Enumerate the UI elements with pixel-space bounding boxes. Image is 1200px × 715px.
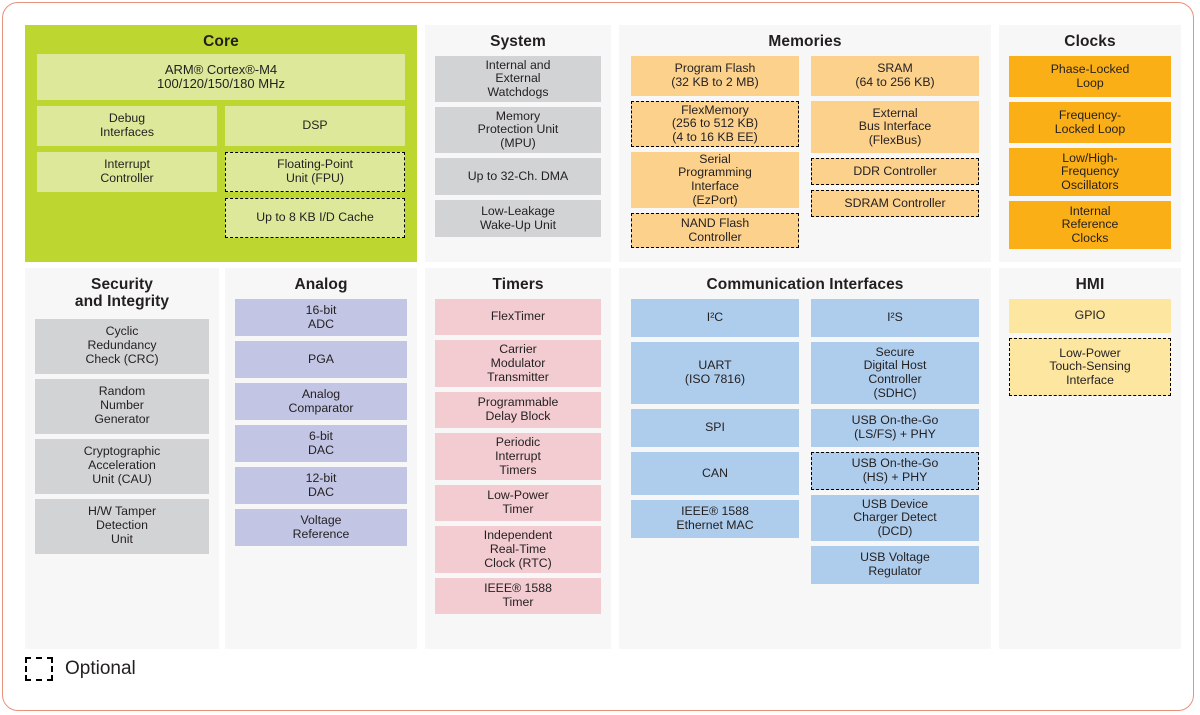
hmi-block-touch-sensing[interactable]: Low-Power Touch-Sensing Interface	[1009, 338, 1171, 397]
memories-block-flexmemory[interactable]: FlexMemory (256 to 512 KB) (4 to 16 KB E…	[631, 101, 799, 148]
panel-title-clocks: Clocks	[1064, 33, 1116, 50]
analog-body: 16-bit ADC PGA Analog Comparator 6-bit D…	[225, 293, 417, 554]
panel-title-timers: Timers	[492, 276, 544, 293]
comm-block-spi[interactable]: SPI	[631, 409, 799, 448]
timers-block-rtc[interactable]: Independent Real-Time Clock (RTC)	[435, 526, 601, 574]
clocks-block-fll[interactable]: Frequency- Locked Loop	[1009, 102, 1171, 144]
timers-block-delay-block[interactable]: Programmable Delay Block	[435, 392, 601, 429]
legend-label: Optional	[65, 658, 136, 679]
comm-block-usb-dcd[interactable]: USB Device Charger Detect (DCD)	[811, 495, 979, 542]
system-block-watchdogs[interactable]: Internal and External Watchdogs	[435, 56, 601, 103]
security-block-cau[interactable]: Cryptographic Acceleration Unit (CAU)	[35, 438, 209, 494]
legend: Optional	[25, 657, 136, 681]
comm-column-right: I²S Secure Digital Host Controller (SDHC…	[811, 299, 979, 585]
panel-timers: Timers FlexTimer Carrier Modulator Trans…	[425, 268, 611, 649]
analog-block-12bit-dac[interactable]: 12-bit DAC	[235, 467, 407, 505]
hmi-body: GPIO Low-Power Touch-Sensing Interface	[999, 293, 1181, 404]
timers-block-carrier-modulator[interactable]: Carrier Modulator Transmitter	[435, 340, 601, 388]
clocks-column: Phase-Locked Loop Frequency- Locked Loop…	[1009, 56, 1171, 250]
memories-column-left: Program Flash (32 KB to 2 MB) FlexMemory…	[631, 56, 799, 249]
comm-block-usb-voltage-regulator[interactable]: USB Voltage Regulator	[811, 546, 979, 585]
core-body: ARM® Cortex®-M4 100/120/150/180 MHz Debu…	[25, 50, 417, 248]
security-block-rng[interactable]: Random Number Generator	[35, 378, 209, 434]
core-block-dsp[interactable]: DSP	[225, 106, 405, 147]
panel-hmi: HMI GPIO Low-Power Touch-Sensing Interfa…	[999, 268, 1181, 649]
panel-title-memories: Memories	[768, 33, 842, 50]
hmi-column: GPIO Low-Power Touch-Sensing Interface	[1009, 299, 1171, 397]
core-block-cpu[interactable]: ARM® Cortex®-M4 100/120/150/180 MHz	[37, 54, 405, 101]
clocks-block-oscillators[interactable]: Low/High- Frequency Oscillators	[1009, 148, 1171, 197]
clocks-block-pll[interactable]: Phase-Locked Loop	[1009, 56, 1171, 98]
memories-block-ddr-controller[interactable]: DDR Controller	[811, 158, 979, 186]
system-block-dma[interactable]: Up to 32-Ch. DMA	[435, 158, 601, 196]
memories-block-sdram-controller[interactable]: SDRAM Controller	[811, 190, 979, 218]
core-row-1: Debug Interfaces DSP	[37, 106, 405, 147]
analog-block-voltage-reference[interactable]: Voltage Reference	[235, 509, 407, 547]
comm-block-can[interactable]: CAN	[631, 452, 799, 496]
core-row-3: Up to 8 KB I/D Cache	[37, 198, 405, 239]
memories-block-flexbus[interactable]: External Bus Interface (FlexBus)	[811, 101, 979, 154]
panel-clocks: Clocks Phase-Locked Loop Frequency- Lock…	[999, 25, 1181, 262]
memories-block-nand-flash-controller[interactable]: NAND Flash Controller	[631, 213, 799, 249]
core-block-debug-interfaces[interactable]: Debug Interfaces	[37, 106, 217, 147]
comm-body: I²C UART (ISO 7816) SPI CAN IEEE® 1588 E…	[619, 293, 991, 592]
comm-block-ethernet-mac[interactable]: IEEE® 1588 Ethernet MAC	[631, 500, 799, 539]
panel-title-hmi: HMI	[1075, 276, 1105, 293]
comm-block-usb-otg-lsfs[interactable]: USB On-the-Go (LS/FS) + PHY	[811, 409, 979, 448]
panel-communication-interfaces: Communication Interfaces I²C UART (ISO 7…	[619, 268, 991, 649]
core-block-id-cache[interactable]: Up to 8 KB I/D Cache	[225, 198, 405, 239]
comm-block-sdhc[interactable]: Secure Digital Host Controller (SDHC)	[811, 342, 979, 405]
analog-block-comparator[interactable]: Analog Comparator	[235, 383, 407, 421]
system-block-mpu[interactable]: Memory Protection Unit (MPU)	[435, 107, 601, 154]
analog-block-6bit-dac[interactable]: 6-bit DAC	[235, 425, 407, 463]
comm-column-left: I²C UART (ISO 7816) SPI CAN IEEE® 1588 E…	[631, 299, 799, 584]
memories-block-program-flash[interactable]: Program Flash (32 KB to 2 MB)	[631, 56, 799, 97]
timers-block-periodic-interrupt[interactable]: Periodic Interrupt Timers	[435, 433, 601, 481]
memories-block-sram[interactable]: SRAM (64 to 256 KB)	[811, 56, 979, 97]
hmi-block-gpio[interactable]: GPIO	[1009, 299, 1171, 334]
core-block-fpu[interactable]: Floating-Point Unit (FPU)	[225, 152, 405, 193]
panel-title-system: System	[490, 33, 546, 50]
system-block-wake-up-unit[interactable]: Low-Leakage Wake-Up Unit	[435, 200, 601, 238]
memories-column-right: SRAM (64 to 256 KB) External Bus Interfa…	[811, 56, 979, 248]
analog-block-pga[interactable]: PGA	[235, 341, 407, 379]
clocks-block-internal-reference[interactable]: Internal Reference Clocks	[1009, 201, 1171, 250]
panel-title-core: Core	[203, 33, 239, 50]
timers-column: FlexTimer Carrier Modulator Transmitter …	[435, 299, 601, 615]
block-diagram: Core ARM® Cortex®-M4 100/120/150/180 MHz…	[25, 25, 1181, 695]
memories-body: Program Flash (32 KB to 2 MB) FlexMemory…	[619, 50, 991, 256]
panel-core: Core ARM® Cortex®-M4 100/120/150/180 MHz…	[25, 25, 417, 262]
dashed-box-icon	[25, 657, 53, 681]
timers-block-low-power-timer[interactable]: Low-Power Timer	[435, 485, 601, 522]
panel-system: System Internal and External Watchdogs M…	[425, 25, 611, 262]
clocks-body: Phase-Locked Loop Frequency- Locked Loop…	[999, 50, 1181, 257]
panel-analog: Analog 16-bit ADC PGA Analog Comparator …	[225, 268, 417, 649]
comm-block-i2s[interactable]: I²S	[811, 299, 979, 338]
panel-security: Security and Integrity Cyclic Redundancy…	[25, 268, 219, 649]
timers-block-flextimer[interactable]: FlexTimer	[435, 299, 601, 336]
security-block-crc[interactable]: Cyclic Redundancy Check (CRC)	[35, 318, 209, 374]
panel-title-communication: Communication Interfaces	[706, 276, 904, 293]
panel-memories: Memories Program Flash (32 KB to 2 MB) F…	[619, 25, 991, 262]
analog-column: 16-bit ADC PGA Analog Comparator 6-bit D…	[235, 299, 407, 547]
comm-block-i2c[interactable]: I²C	[631, 299, 799, 338]
panel-title-analog: Analog	[294, 276, 348, 293]
security-block-tamper-detection[interactable]: H/W Tamper Detection Unit	[35, 498, 209, 554]
security-body: Cyclic Redundancy Check (CRC) Random Num…	[25, 311, 219, 562]
timers-body: FlexTimer Carrier Modulator Transmitter …	[425, 293, 611, 622]
core-row-2: Interrupt Controller Floating-Point Unit…	[37, 152, 405, 193]
memories-block-ezport[interactable]: Serial Programming Interface (EzPort)	[631, 152, 799, 209]
comm-block-usb-otg-hs[interactable]: USB On-the-Go (HS) + PHY	[811, 452, 979, 491]
system-body: Internal and External Watchdogs Memory P…	[425, 50, 611, 245]
system-column: Internal and External Watchdogs Memory P…	[435, 56, 601, 238]
security-column: Cyclic Redundancy Check (CRC) Random Num…	[35, 318, 209, 554]
timers-block-ieee-1588-timer[interactable]: IEEE® 1588 Timer	[435, 578, 601, 615]
analog-block-16bit-adc[interactable]: 16-bit ADC	[235, 299, 407, 337]
comm-block-uart[interactable]: UART (ISO 7816)	[631, 342, 799, 405]
panel-title-security: Security and Integrity	[74, 276, 170, 311]
core-block-interrupt-controller[interactable]: Interrupt Controller	[37, 152, 217, 193]
